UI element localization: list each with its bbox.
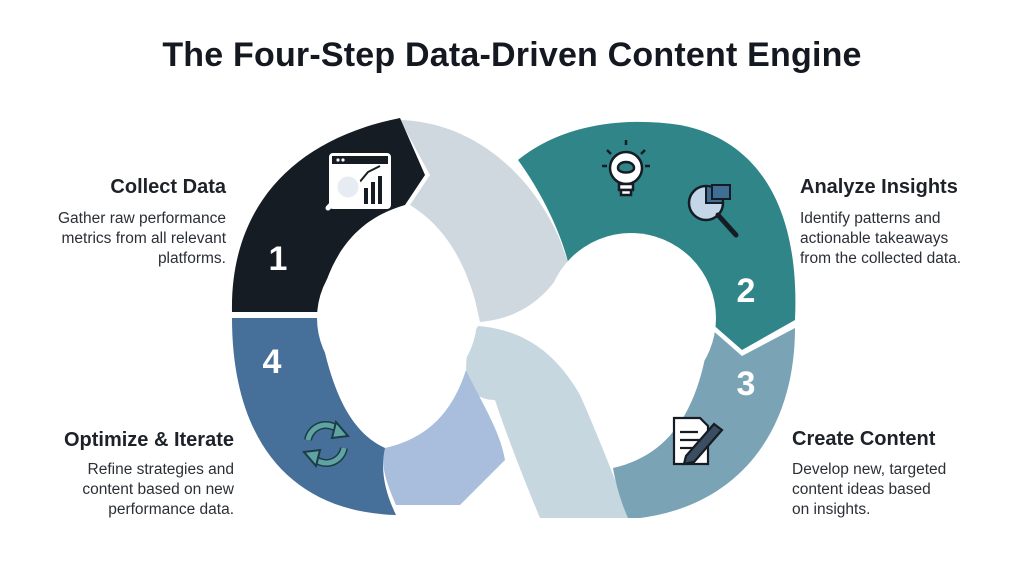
step-2-number: 2: [737, 272, 756, 310]
connector-lower: [466, 326, 630, 518]
step-3-number: 3: [737, 365, 756, 403]
step-1-number: 1: [269, 240, 288, 278]
pie-magnifier-icon: [687, 184, 739, 238]
page-title: The Four-Step Data-Driven Content Engine: [162, 36, 862, 74]
step-3-title: Create Content: [792, 428, 936, 450]
connector-upper: [400, 120, 568, 322]
left-hole: [317, 238, 477, 398]
step-2-title: Analyze Insights: [800, 176, 958, 198]
refresh-cycle-icon: [302, 419, 350, 469]
step-4-number: 4: [263, 343, 282, 381]
step-2-description: Identify patterns and actionable takeawa…: [800, 210, 962, 267]
step-3-description: Develop new, targeted content ideas base…: [792, 461, 947, 518]
connector-lower-left: [383, 370, 505, 505]
right-hole: [546, 233, 716, 403]
step-1-description: Gather raw performance metrics from all …: [58, 210, 226, 267]
step-2-segment: [518, 121, 796, 350]
document-pen-icon: [672, 416, 724, 466]
step-4-title: Optimize & Iterate: [63, 429, 234, 451]
step-1-title: Collect Data: [110, 176, 226, 198]
lightbulb-brain-icon: [602, 140, 650, 197]
step-4-segment: [232, 318, 396, 515]
chart-magnifier-icon: [325, 153, 391, 211]
step-4-description: Refine strategies and content based on n…: [82, 461, 234, 518]
